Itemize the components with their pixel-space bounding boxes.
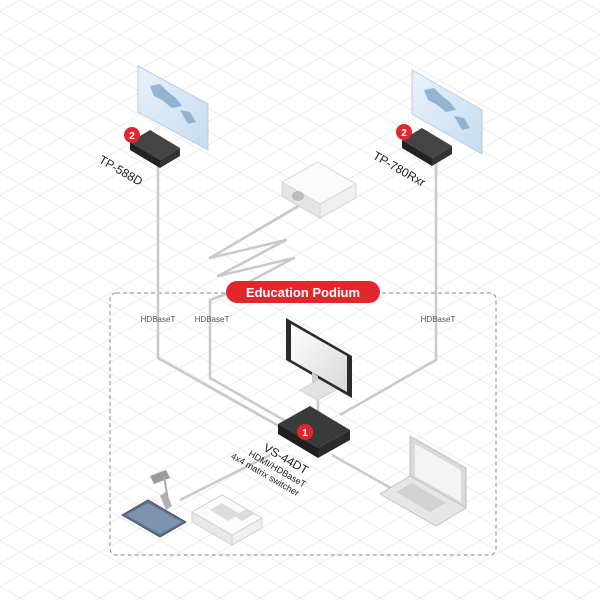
switcher-badge bbox=[297, 424, 313, 440]
receiver-left-badge bbox=[124, 127, 140, 143]
cable-left-receiver bbox=[156, 165, 301, 440]
cable-camera bbox=[179, 453, 271, 502]
receiver-right-device: 2 bbox=[396, 124, 452, 166]
receiver-right-badge bbox=[396, 124, 412, 140]
podium-area bbox=[109, 292, 497, 556]
podium-monitor bbox=[286, 318, 352, 401]
cable-right-receiver bbox=[339, 162, 438, 417]
control-device bbox=[190, 494, 264, 546]
link-label-left-inner: HDBaseT bbox=[195, 315, 230, 324]
link-label-left-outer: HDBaseT bbox=[141, 315, 176, 324]
receiver-left-badge-text: 2 bbox=[129, 131, 135, 142]
receiver-left-device: 2 bbox=[124, 127, 180, 168]
display-right bbox=[411, 69, 483, 155]
laptop bbox=[379, 435, 467, 527]
podium-title-pill bbox=[226, 281, 380, 303]
display-left bbox=[137, 65, 209, 151]
receiver-right-badge-text: 2 bbox=[401, 128, 407, 139]
link-label-right: HDBaseT bbox=[421, 315, 456, 324]
projector bbox=[280, 161, 358, 219]
cable-projector bbox=[208, 203, 306, 434]
switcher-device: 1 bbox=[278, 406, 350, 458]
podium-title: Education Podium bbox=[246, 285, 360, 300]
switcher-badge-text: 1 bbox=[302, 428, 308, 439]
document-camera bbox=[121, 470, 187, 538]
